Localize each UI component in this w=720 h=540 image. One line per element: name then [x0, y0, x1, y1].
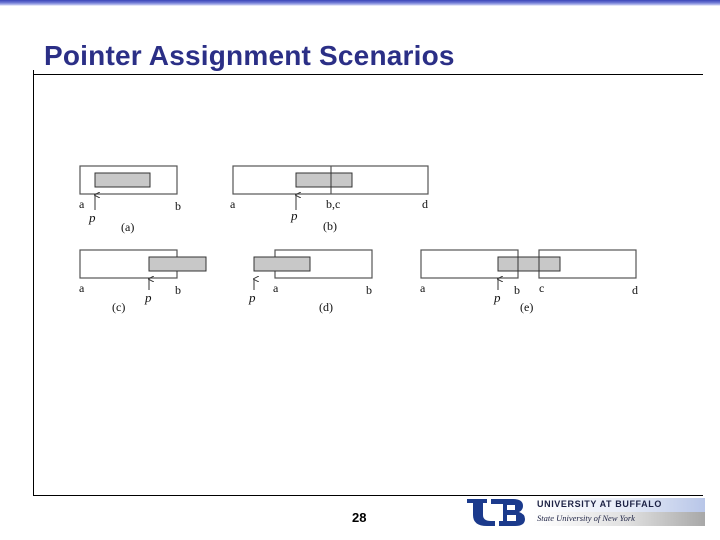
bottom-border-line: [33, 495, 703, 496]
scenario-a: a b p (a): [79, 165, 181, 234]
scenario-d: a b p (d): [248, 249, 373, 314]
university-name: UNIVERSITY AT BUFFALO: [537, 499, 662, 509]
label-p: p: [144, 290, 152, 305]
label-a: a: [230, 197, 236, 211]
logo-band-top: [533, 498, 705, 512]
scenario-b: a b,c d p (b): [230, 165, 429, 233]
label-p: p: [290, 208, 298, 223]
caption-c: (c): [112, 300, 125, 314]
label-bc: b,c: [326, 197, 340, 211]
label-a: a: [79, 197, 85, 211]
logo-band-bottom: [533, 512, 705, 526]
label-c: c: [539, 281, 544, 295]
slide-title: Pointer Assignment Scenarios: [44, 40, 455, 71]
label-a: a: [420, 281, 426, 295]
top-gradient-bar: [0, 0, 720, 6]
scenario-c: a b p (c): [79, 249, 207, 314]
label-a: a: [79, 281, 85, 295]
label-b: b: [514, 283, 520, 297]
page-number: 28: [352, 510, 367, 525]
label-a: a: [273, 281, 279, 295]
left-border-line: [33, 70, 34, 495]
caption-d: (d): [319, 300, 333, 314]
label-p: p: [88, 210, 96, 225]
label-p: p: [248, 290, 256, 305]
university-subtitle: State University of New York: [537, 513, 635, 523]
caption-b: (b): [323, 219, 337, 233]
label-p: p: [493, 290, 501, 305]
title-underline: [33, 74, 703, 75]
label-b: b: [366, 283, 372, 297]
scenario-e: a b c d p (e): [420, 249, 638, 314]
university-logo: UNIVERSITY AT BUFFALO State University o…: [465, 497, 705, 527]
label-b: b: [175, 199, 181, 213]
caption-a: (a): [121, 220, 134, 234]
label-d: d: [632, 283, 638, 297]
label-d: d: [422, 197, 428, 211]
label-b: b: [175, 283, 181, 297]
ub-logo-mark-icon: [467, 499, 525, 526]
caption-e: (e): [520, 300, 533, 314]
